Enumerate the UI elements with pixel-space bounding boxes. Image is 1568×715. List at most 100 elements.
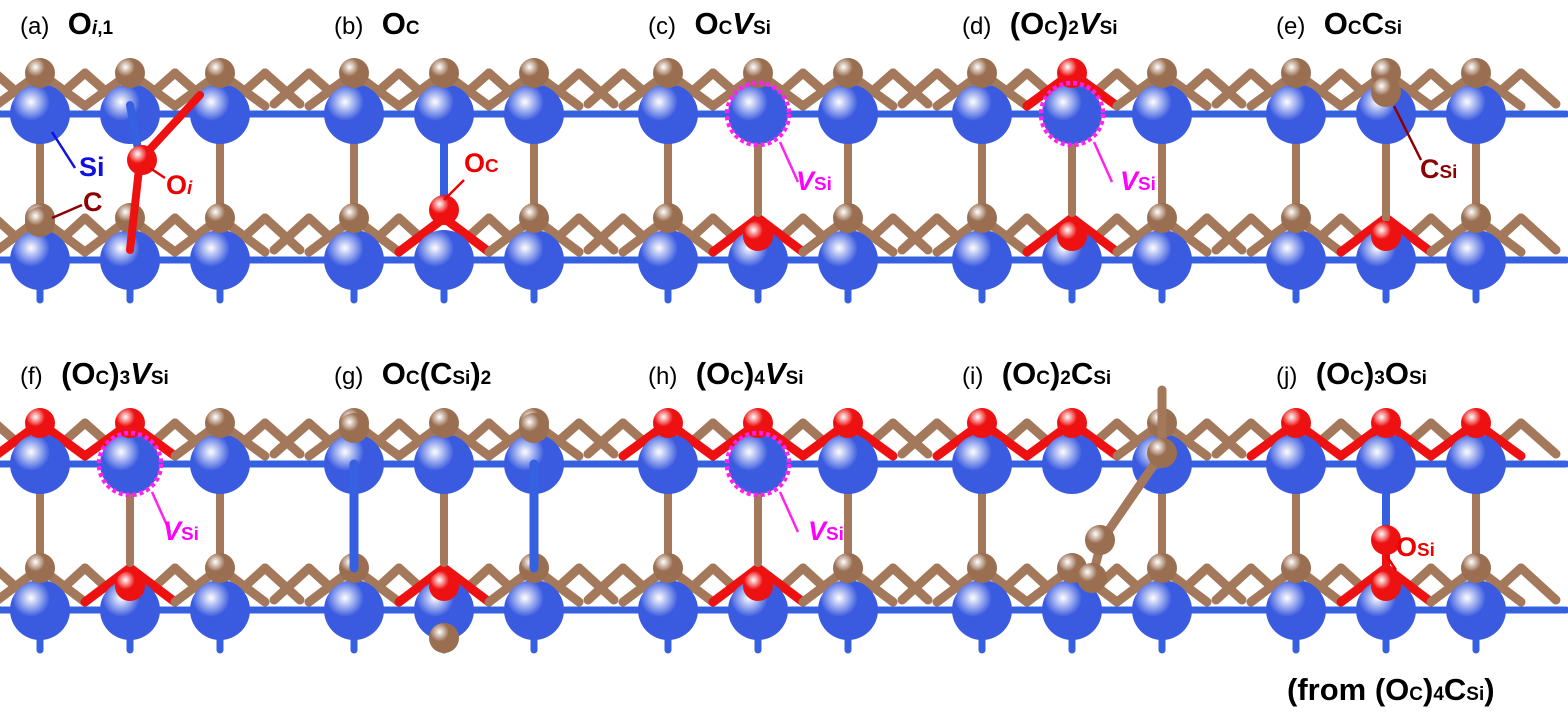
title-segment: (O [695, 356, 731, 391]
c-atom [429, 408, 459, 438]
structure [1211, 58, 1568, 304]
si-atom [1042, 434, 1102, 494]
title-segment: (O [1315, 356, 1351, 391]
panel-a: (a) Oi,1 Si C Oi [0, 0, 314, 304]
bond [1516, 563, 1561, 605]
o-atom [429, 195, 459, 225]
panel-label: (j) (OC)3OSi [1276, 356, 1427, 392]
structure [897, 58, 1256, 304]
si-atom [638, 580, 698, 640]
title-segment: V [764, 356, 786, 391]
c-atom [115, 58, 145, 88]
si-atom [1356, 84, 1416, 144]
bond [583, 563, 628, 605]
bond [888, 563, 933, 605]
bond [1202, 213, 1247, 255]
si-atom [952, 230, 1012, 290]
bond [1202, 563, 1247, 605]
title-segment: C [1361, 6, 1385, 41]
si-atom [1356, 434, 1416, 494]
pointer-line [150, 491, 172, 533]
c-atom [205, 58, 235, 88]
title-segment: C [1347, 18, 1362, 39]
bond [888, 213, 933, 255]
title-segment: C [405, 368, 420, 389]
title-segment: (C [419, 356, 453, 391]
bond [583, 68, 628, 109]
c-atom [1461, 553, 1491, 583]
bond [888, 418, 933, 459]
vacancy-marker [724, 80, 792, 148]
c-atom [519, 413, 549, 443]
si-atom [10, 230, 70, 290]
si-atom [1266, 580, 1326, 640]
o-atom [115, 571, 145, 601]
si-atom [100, 580, 160, 640]
panel-label: (b) OC [334, 6, 420, 42]
bond [394, 213, 449, 257]
si-atom [728, 580, 788, 640]
bond [1202, 418, 1247, 459]
panel-b: (b) OC OC [269, 0, 628, 304]
c-atom-label: C [83, 187, 103, 217]
o-interstitial-label: Oi [166, 170, 193, 200]
c-atom [205, 203, 235, 233]
si-atom [10, 580, 70, 640]
panel-letter: (i) [962, 363, 984, 390]
panel-title: (OC)3OSi [1316, 356, 1427, 391]
si-atom [1446, 84, 1506, 144]
crystal-structure [897, 58, 1256, 304]
c-atom [653, 553, 683, 583]
c-atom [519, 58, 549, 88]
title-segment: C [1350, 368, 1364, 389]
c-atom [1281, 553, 1311, 583]
si-atom [504, 84, 564, 144]
panel-h: (h) (OC)4VSi VSi [583, 350, 942, 654]
c-atom [653, 58, 683, 88]
si-atom [414, 230, 474, 290]
bond [269, 563, 314, 605]
bond [439, 213, 494, 257]
structure [269, 58, 628, 304]
o-atom [1281, 408, 1311, 438]
si-atom [504, 230, 564, 290]
panel-title: Oi,1 [68, 6, 113, 41]
panel-i: (i) (OC)2CSi [897, 350, 1256, 654]
c-atom [1147, 58, 1177, 88]
crystal-structure [583, 58, 942, 304]
c-atom [339, 58, 369, 88]
title-segment: ) [109, 356, 120, 391]
si-atom [1132, 84, 1192, 144]
bond [126, 156, 144, 254]
si-atom [190, 230, 250, 290]
bond [583, 213, 628, 255]
title-segment: (from (O [1287, 672, 1410, 707]
title-segment: 4 [1433, 684, 1444, 705]
title-segment: C [718, 18, 733, 39]
bond [583, 418, 628, 459]
bond [1516, 418, 1561, 459]
bond [1516, 68, 1561, 109]
o-atom [1057, 58, 1087, 88]
c-si-site-label: CSi [1420, 154, 1458, 184]
title-segment: ) [743, 356, 755, 391]
panel-g: (g) OC(CSi)2 [269, 350, 628, 654]
title-segment: ) [1363, 356, 1375, 391]
si-atom [100, 434, 160, 494]
panel-label: (a) Oi,1 [20, 6, 113, 42]
title-segment: 4 [754, 368, 765, 389]
si-vacancy-label: VSi [163, 516, 199, 546]
panel-title: (OC)2VSi [1010, 6, 1118, 41]
bond [1211, 563, 1256, 605]
bond [897, 68, 942, 109]
title-segment: (O [1001, 356, 1037, 391]
panel-title: (OC)3VSi [61, 356, 169, 391]
panel-title: OCVSi [694, 6, 771, 41]
title-segment: 2 [1060, 368, 1071, 389]
title-segment: O [1384, 356, 1409, 391]
pointer-line [149, 166, 166, 180]
bond [269, 418, 314, 459]
c-atom [967, 58, 997, 88]
structure [0, 58, 314, 304]
